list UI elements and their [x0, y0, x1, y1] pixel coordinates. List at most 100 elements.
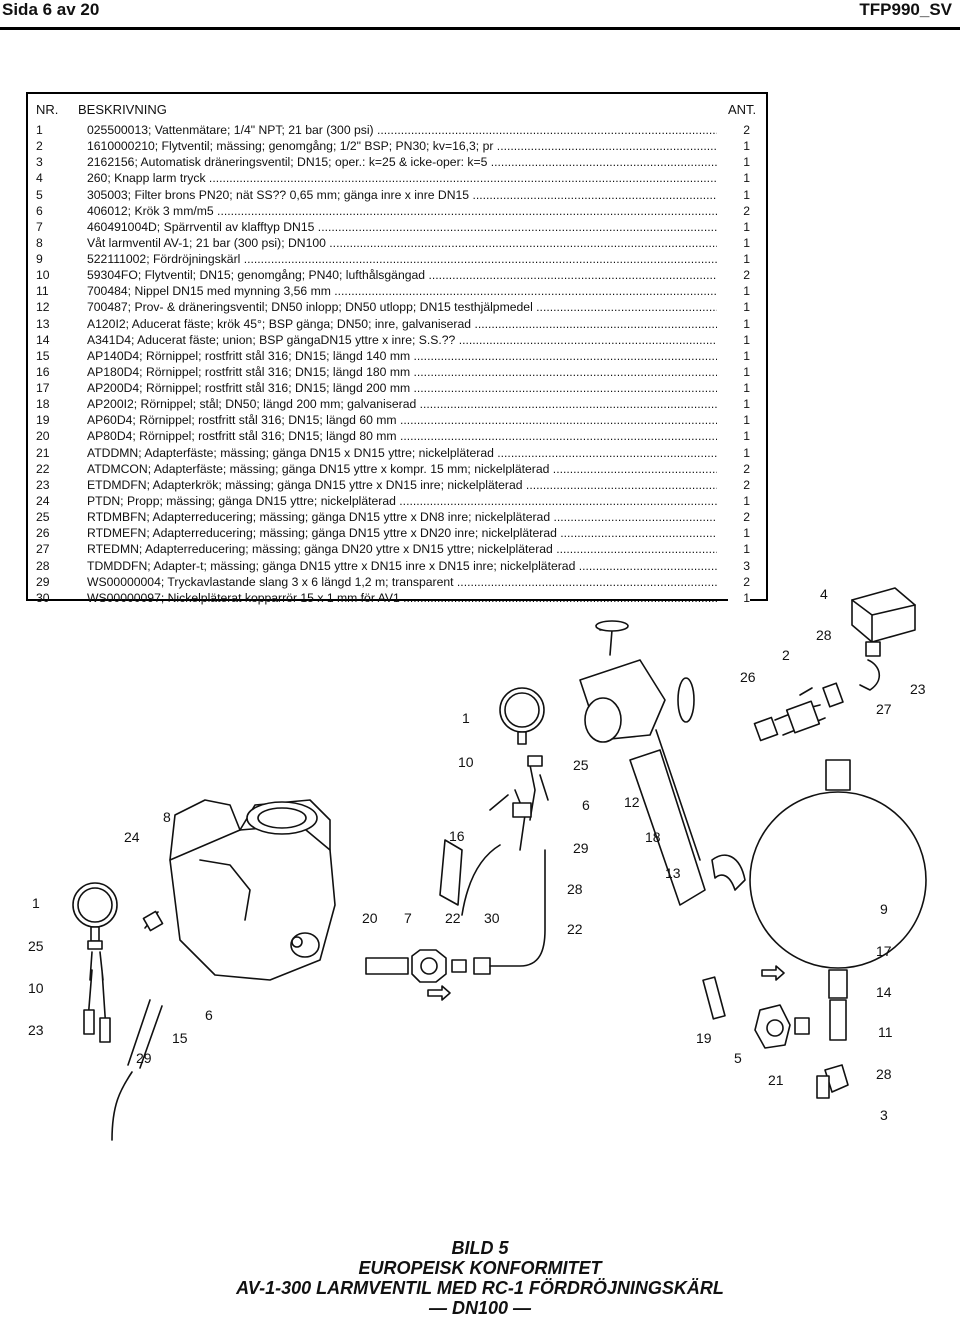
part-quantity: 2	[728, 268, 750, 283]
part-quantity: 1	[728, 429, 750, 444]
part-number: 22	[36, 461, 50, 476]
part-description: Våt larmventil AV-1; 21 bar (300 psi); D…	[87, 236, 717, 250]
part-quantity: 1	[728, 493, 750, 508]
callout-8: 8	[163, 809, 171, 825]
callout-28: 28	[567, 881, 583, 897]
part-description: AP200D4; Rörnippel; rostfritt stål 316; …	[87, 381, 717, 395]
part-number: 1	[36, 123, 43, 137]
part-number: 30	[36, 590, 50, 605]
callout-13: 13	[665, 865, 681, 881]
part-quantity: 2	[728, 123, 750, 137]
part-description: 460491004D; Spärrventil av klafftyp DN15	[87, 220, 717, 234]
callout-23: 23	[28, 1022, 44, 1038]
part-number: 4	[36, 171, 43, 186]
part-number: 9	[36, 252, 43, 267]
part-quantity: 1	[728, 252, 750, 267]
table-row: 4 260; Knapp larm tryck 1	[28, 171, 766, 187]
callout-29: 29	[573, 840, 589, 856]
part-number: 15	[36, 348, 50, 363]
part-description: 700484; Nippel DN15 med mynning 3,56 mm	[87, 284, 717, 298]
part-number: 20	[36, 429, 50, 444]
part-quantity: 1	[728, 445, 750, 460]
part-quantity: 1	[728, 171, 750, 186]
part-number: 16	[36, 364, 50, 379]
part-description: RTDMEFN; Adapterreducering; mässing; gän…	[87, 526, 717, 540]
part-number: 21	[36, 445, 50, 460]
table-row: 21 ATDDMN; Adapterfäste; mässing; gänga D…	[28, 445, 766, 462]
part-number: 8	[36, 235, 43, 250]
callout-27: 27	[876, 701, 892, 717]
part-description: RTEDMN; Adapterreducering; mässing; gäng…	[87, 542, 717, 556]
part-number: 19	[36, 413, 50, 428]
hose-left	[111, 1071, 133, 1141]
header-rule	[0, 27, 960, 30]
part-quantity: 1	[728, 284, 750, 299]
callout-2: 2	[782, 647, 790, 663]
part-description: AP80D4; Rörnippel; rostfritt stål 316; D…	[87, 429, 717, 443]
part-quantity: 1	[728, 413, 750, 428]
part-description: 406012; Krök 3 mm/m5	[87, 204, 717, 218]
part-description: ATDDMN; Adapterfäste; mässing; gänga DN1…	[87, 446, 717, 460]
callout-16: 16	[449, 828, 465, 844]
callout-1: 1	[462, 710, 470, 726]
callout-22: 22	[567, 921, 583, 937]
callout-6: 6	[205, 1007, 213, 1023]
part-description: AP200I2; Rörnippel; stål; DN50; längd 20…	[87, 397, 717, 411]
part-quantity: 1	[728, 300, 750, 315]
callout-20: 20	[362, 910, 378, 926]
callout-10: 10	[28, 980, 44, 996]
page-header: Sida 6 av 20 TFP990_SV	[0, 0, 960, 24]
part-quantity: 1	[728, 235, 750, 250]
part-quantity: 2	[728, 477, 750, 492]
callout-30: 30	[484, 910, 500, 926]
part-quantity: 1	[728, 139, 750, 154]
part-quantity: 1	[728, 187, 750, 202]
top-gauge	[499, 687, 545, 745]
part-number: 5	[36, 187, 43, 202]
part-quantity: 1	[728, 542, 750, 557]
callout-1: 1	[32, 895, 40, 911]
callout-4: 4	[820, 586, 828, 602]
table-row: 1 025500013; Vattenmätare; 1/4" NPT; 21 b…	[28, 123, 766, 139]
test-drain-valve	[579, 620, 706, 906]
callout-12: 12	[624, 794, 640, 810]
part-description: 025500013; Vattenmätare; 1/4" NPT; 21 ba…	[87, 123, 717, 137]
callout-10: 10	[458, 754, 474, 770]
callout-24: 24	[124, 829, 140, 845]
part-quantity: 3	[728, 558, 750, 573]
part-quantity: 1	[728, 155, 750, 170]
part-description: 59304FO; Flytventil; DN15; genomgång; PN…	[87, 268, 717, 282]
callout-5: 5	[734, 1050, 742, 1066]
part-quantity: 1	[728, 348, 750, 363]
figure-subtitle: EUROPEISK KONFORMITET	[358, 1258, 602, 1278]
part-description: 260; Knapp larm tryck	[87, 171, 717, 185]
part-number: 29	[36, 574, 50, 589]
part-description: ETDMDFN; Adapterkrök; mässing; gänga DN1…	[87, 478, 717, 492]
part-quantity: 1	[728, 526, 750, 541]
part-quantity: 2	[728, 574, 750, 589]
callout-28: 28	[816, 627, 832, 643]
figure-label: BILD 5	[451, 1238, 509, 1258]
part-number: 12	[36, 300, 50, 315]
callout-29: 29	[136, 1050, 152, 1066]
callout-6: 6	[582, 797, 590, 813]
figure-title: AV-1-300 LARMVENTIL MED RC-1 FÖRDRÖJNING…	[236, 1278, 724, 1298]
retard-chamber	[749, 759, 927, 1041]
part-quantity: 1	[728, 332, 750, 347]
exploded-diagram: 4 2 28 26 23 27 1 10 25 6 12 8 24 16 29 …	[28, 586, 927, 1141]
part-number: 25	[36, 510, 50, 525]
callout-19: 19	[696, 1030, 712, 1046]
